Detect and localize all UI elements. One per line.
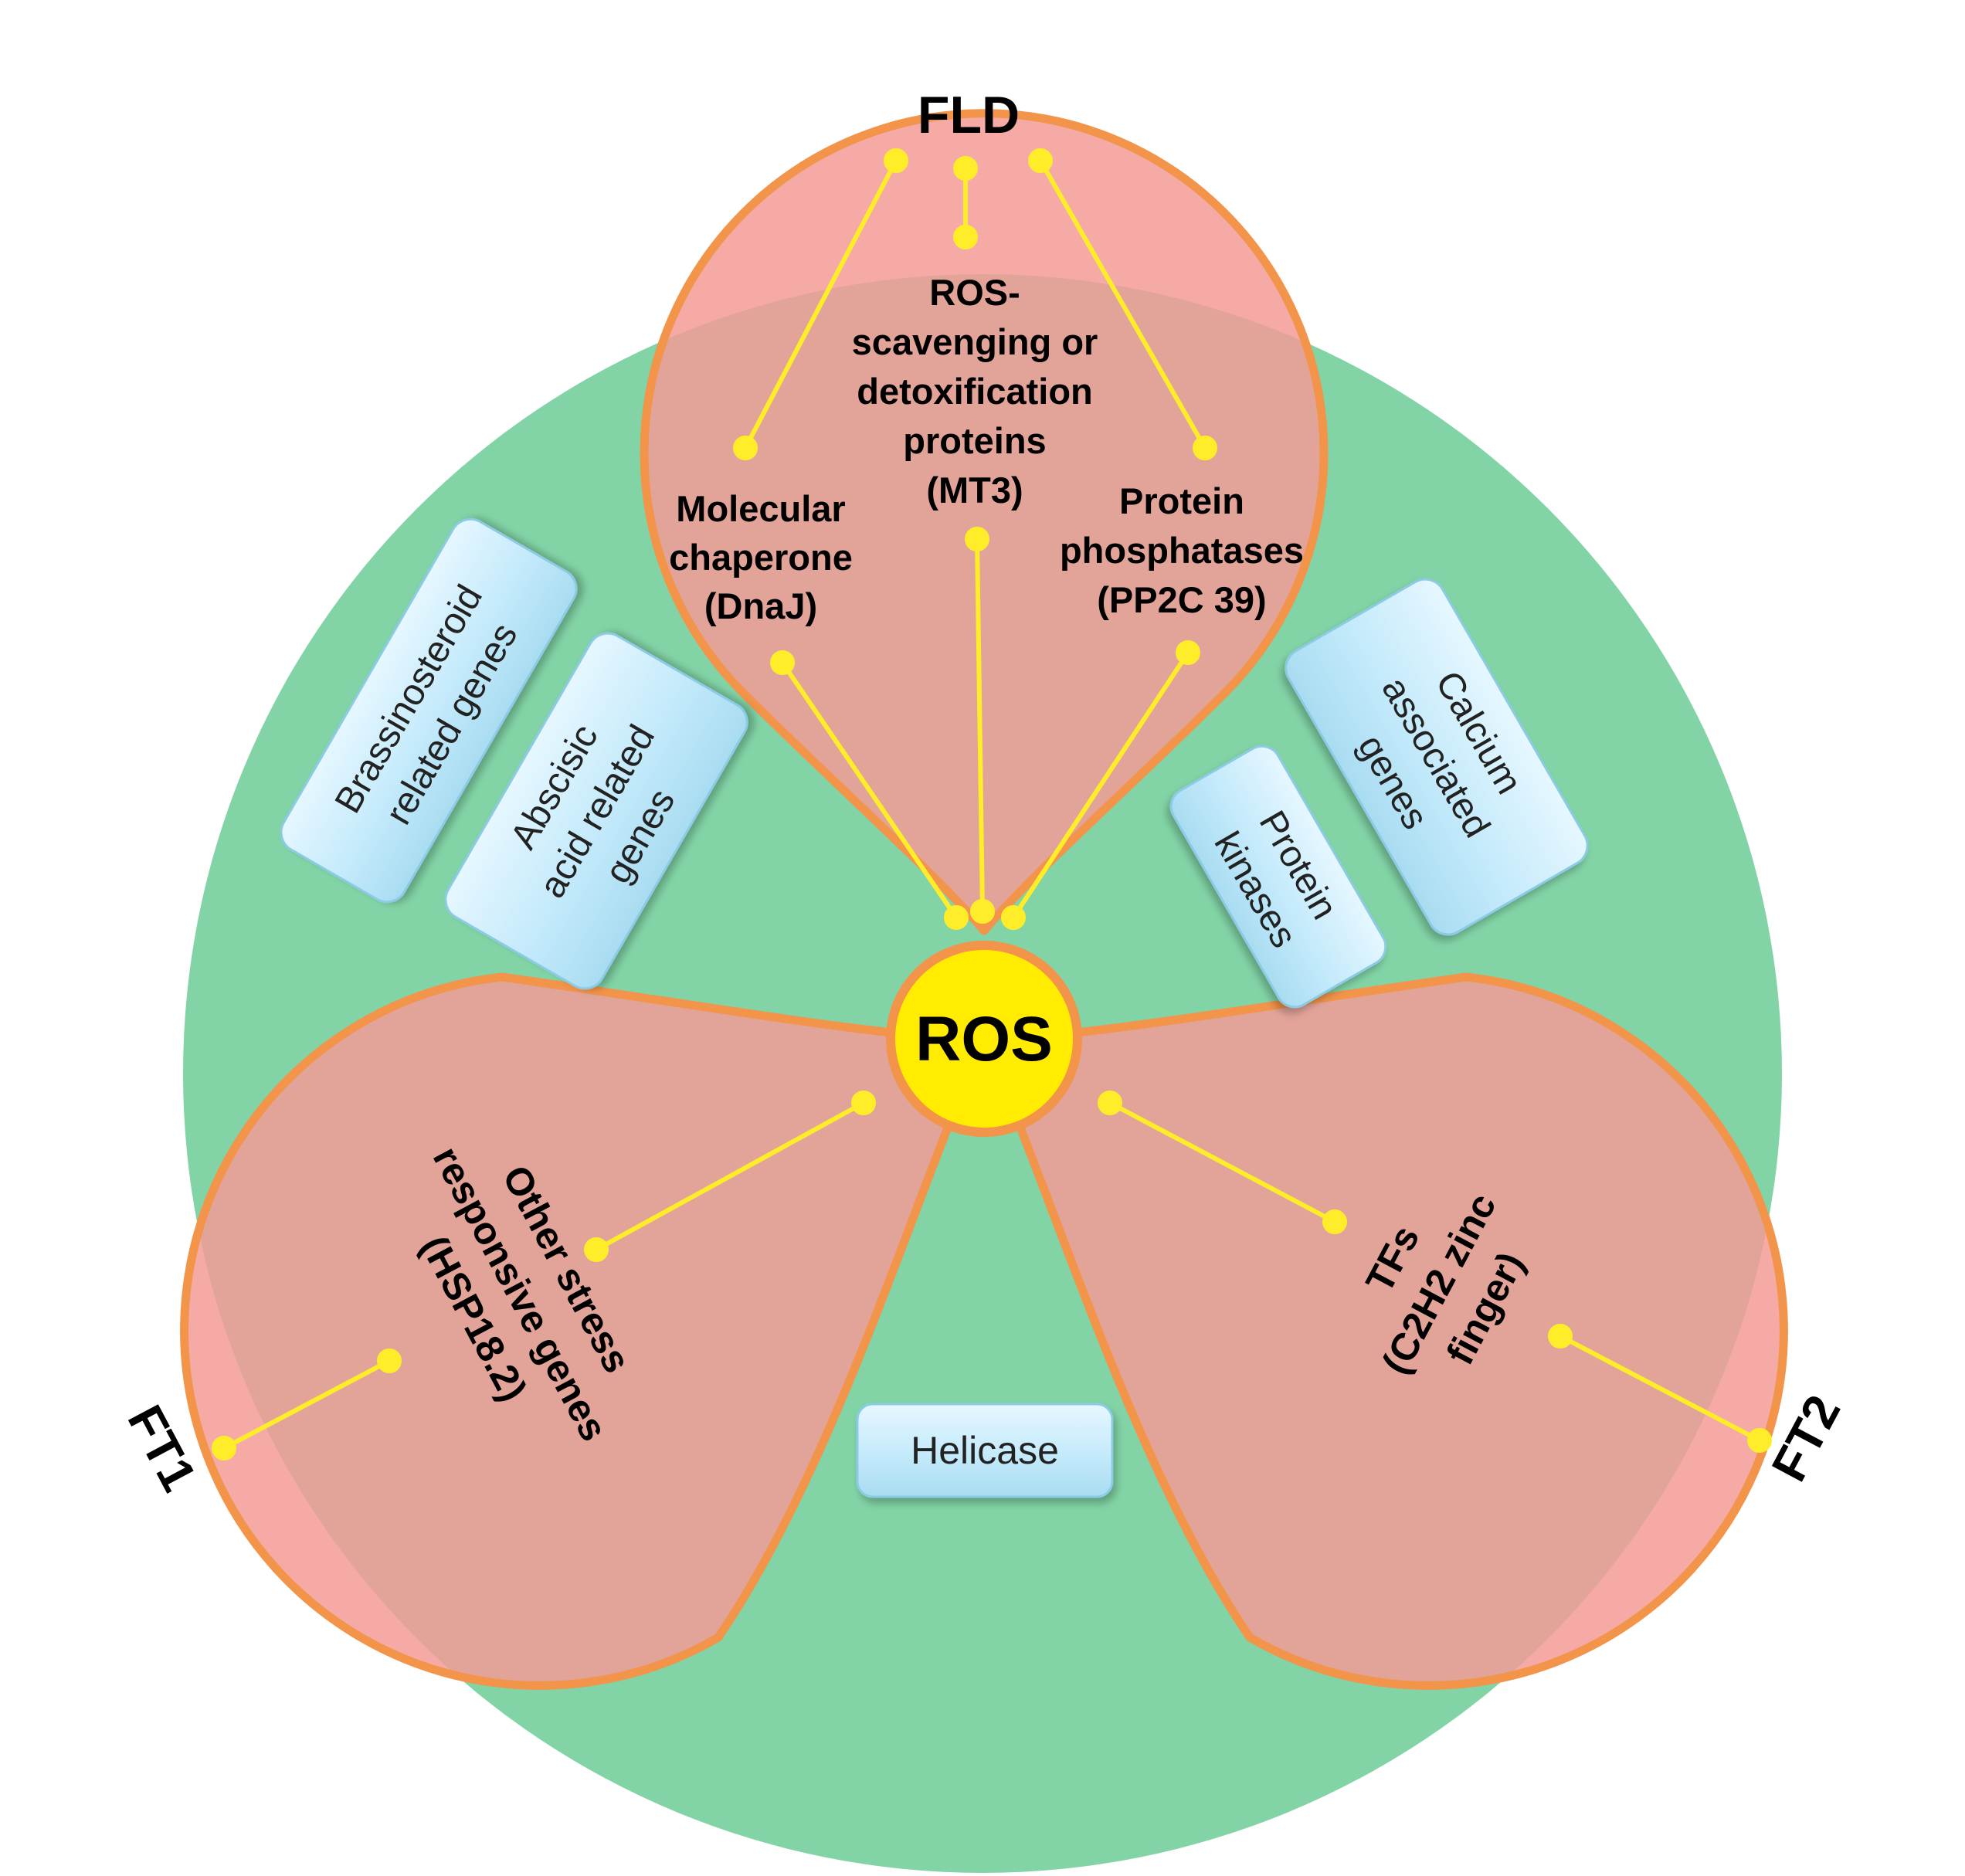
connector-hsp-ft1: [212, 1348, 402, 1460]
calcium-box: Calciumassociatedgenes: [1285, 578, 1589, 936]
connector-fld-dnaj: [733, 148, 908, 460]
connector-fld-pp2c: [1028, 148, 1217, 460]
fld-item-pp2c: Protein phosphatases (PP2C 39): [1060, 480, 1304, 620]
helicase-label: Helicase: [911, 1429, 1059, 1472]
abscisic-box: Abscisicacid relatedgenes: [444, 632, 748, 990]
ft2-petal: [979, 972, 1788, 1690]
ros-node: [886, 941, 1082, 1137]
connector-ros-hsp: [584, 1091, 876, 1262]
connector-fld-mt3: [953, 156, 978, 249]
ft1-petal: [180, 972, 989, 1690]
text-line: detoxification: [857, 371, 1093, 412]
text-line: Molecular: [676, 488, 845, 529]
connector-mt3-ros: [965, 527, 995, 924]
connector-tfs-ft2: [1548, 1324, 1772, 1453]
text-line: proteins: [903, 420, 1046, 461]
text-line: Protein: [1119, 480, 1244, 521]
connector-ros-tfs: [1098, 1091, 1347, 1234]
text-line: ROS-: [929, 272, 1020, 313]
text-line: (PP2C 39): [1097, 579, 1266, 620]
connectors: [212, 148, 1772, 1460]
text-line: (MT3): [926, 470, 1023, 511]
calcium-label: Calciumassociatedgenes: [1331, 646, 1540, 869]
helicase-box: Helicase: [856, 1403, 1114, 1498]
connector-dnaj-ros: [770, 650, 969, 930]
text-line: scavenging or: [852, 321, 1098, 362]
text-line: (DnaJ): [704, 585, 817, 626]
fld-item-mt3: ROS-scavenging or detoxification proteins (…: [852, 272, 1098, 511]
connector-pp2c-ros: [1001, 640, 1200, 930]
text-line: chaperone: [669, 537, 853, 578]
fld-item-dnaj: Molecular chaperone (DnaJ): [669, 488, 853, 626]
text-line: phosphatases: [1060, 530, 1304, 571]
ros-label: ROS: [915, 1004, 1053, 1074]
fld-title: FLD: [918, 86, 1020, 144]
